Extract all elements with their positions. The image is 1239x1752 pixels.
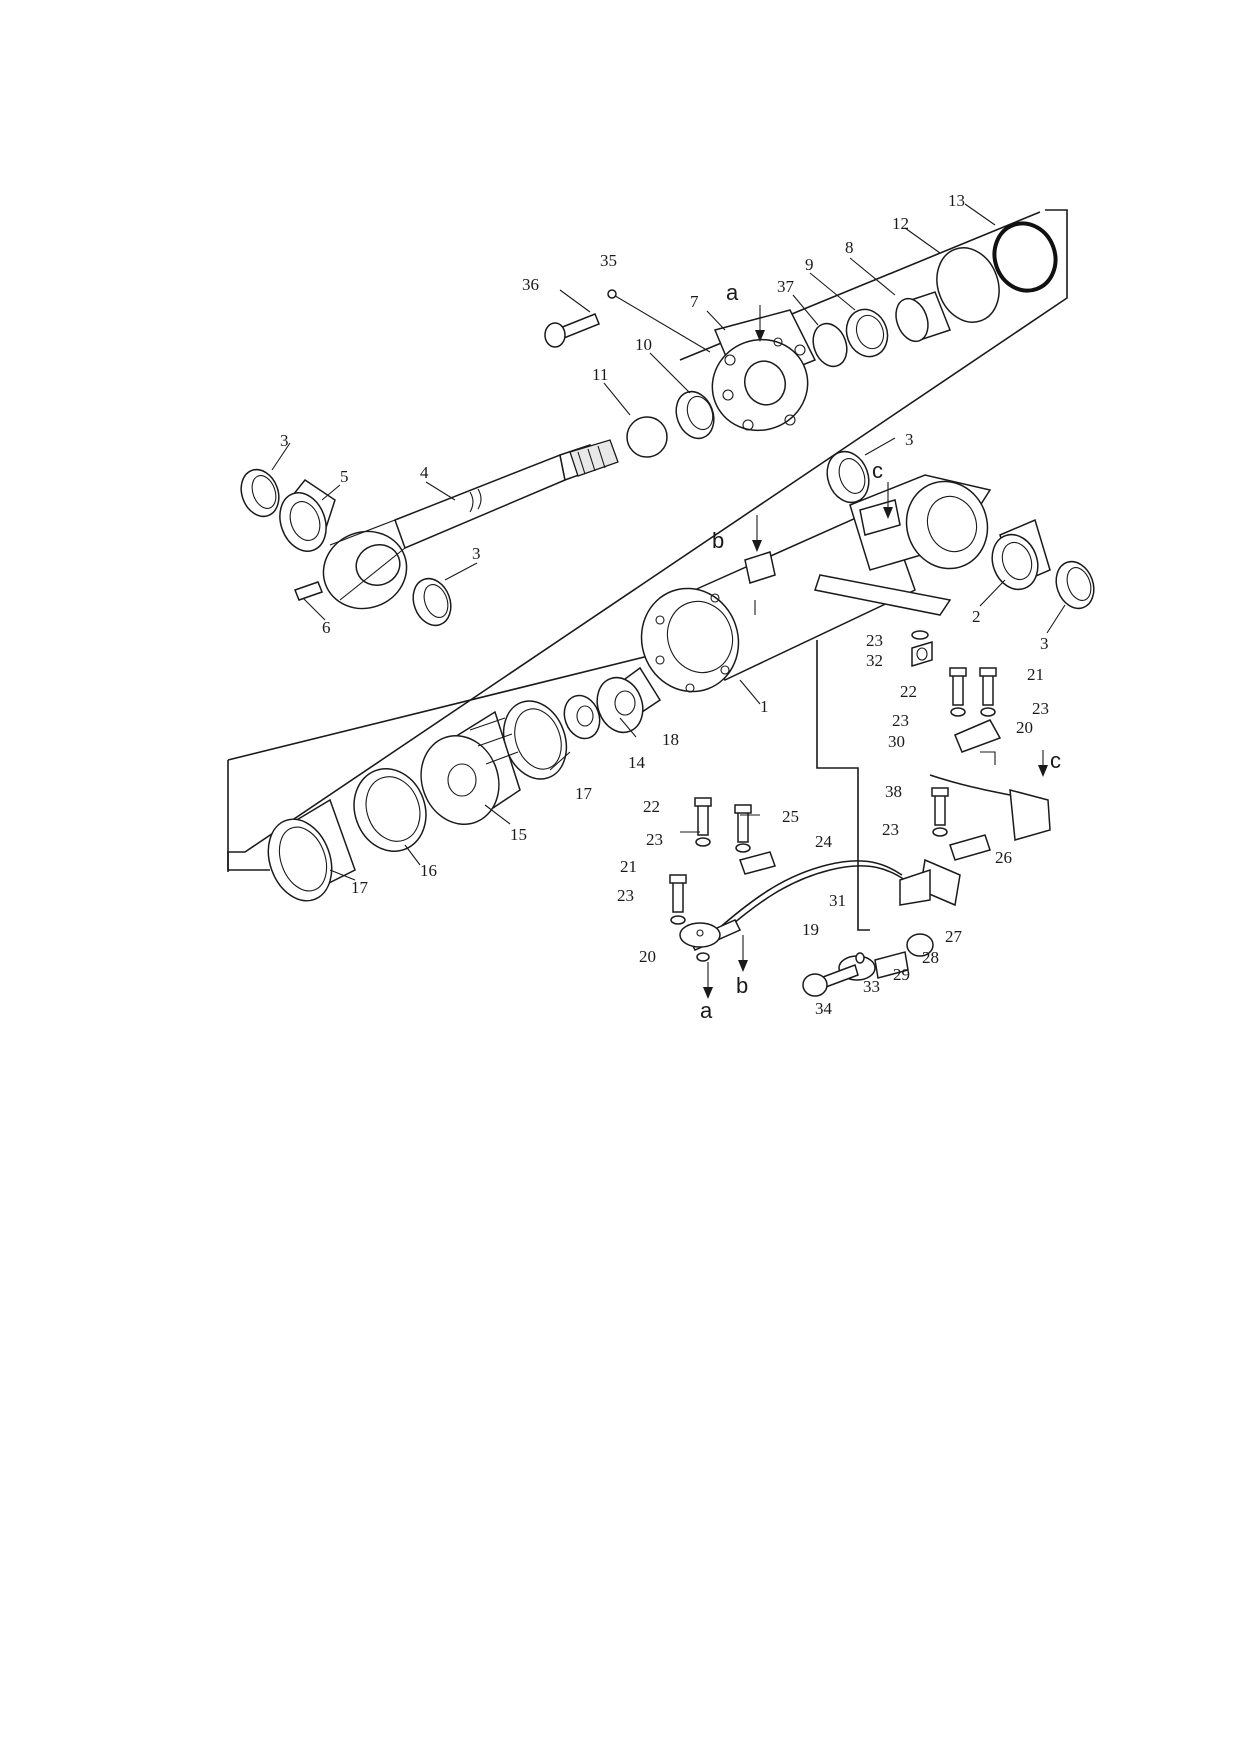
callout-33: 33 xyxy=(863,977,880,996)
callout-11: 11 xyxy=(592,365,608,384)
callout-13: 13 xyxy=(948,191,965,210)
callout-18: 18 xyxy=(662,730,679,749)
callout-15: 15 xyxy=(510,825,527,844)
callout-34: 34 xyxy=(815,999,833,1018)
bolt-34 xyxy=(802,964,859,997)
callout-38: 38 xyxy=(885,782,902,801)
callout-29: 29 xyxy=(893,965,910,984)
callout-19: 19 xyxy=(802,920,819,939)
callout-23-a: 23 xyxy=(866,631,883,650)
letter-b-bottom: b xyxy=(736,973,748,998)
washer-35 xyxy=(607,289,617,299)
callout-21-a: 21 xyxy=(1027,665,1044,684)
bolt-21-lower xyxy=(669,874,687,913)
callout-22-a: 22 xyxy=(900,682,917,701)
leader-lines xyxy=(271,203,1066,881)
washer-stack xyxy=(670,707,996,964)
callout-17-b: 17 xyxy=(351,878,369,897)
bushing-3-c xyxy=(826,450,870,504)
callout-31: 31 xyxy=(829,891,846,910)
ball-11 xyxy=(626,416,668,458)
callout-7: 7 xyxy=(690,292,699,311)
letter-a-top: a xyxy=(726,280,739,305)
callout-37: 37 xyxy=(777,277,795,296)
callout-20-a: 20 xyxy=(1016,718,1033,737)
bushing-8 xyxy=(895,291,951,343)
bolt-22-upper xyxy=(949,667,967,706)
callout-14: 14 xyxy=(628,753,646,772)
ring-9 xyxy=(845,308,889,358)
backup-ring-12 xyxy=(936,247,1000,323)
seal-37 xyxy=(812,322,848,368)
callout-23-d: 23 xyxy=(882,820,899,839)
letter-a-bottom: a xyxy=(700,998,713,1023)
callout-10: 10 xyxy=(635,335,652,354)
o-ring-13 xyxy=(992,221,1058,293)
callout-26: 26 xyxy=(995,848,1012,867)
dust-seal-3-a xyxy=(240,468,280,518)
callout-23-b: 23 xyxy=(892,711,909,730)
bolt-36 xyxy=(544,313,600,348)
bushing-2 xyxy=(991,518,1051,591)
nut-32 xyxy=(911,640,933,668)
callout-16: 16 xyxy=(420,861,437,880)
callout-1: 1 xyxy=(760,697,769,716)
callout-3-c: 3 xyxy=(905,430,914,449)
bolt-21-upper xyxy=(979,667,997,706)
letter-b-top: b xyxy=(712,528,724,553)
piston-15 xyxy=(420,710,521,825)
callout-8: 8 xyxy=(845,238,854,257)
callout-23-f: 23 xyxy=(617,886,634,905)
callout-5: 5 xyxy=(340,467,349,486)
seal-16 xyxy=(353,768,427,852)
callout-9: 9 xyxy=(805,255,814,274)
piping-assembly xyxy=(679,719,1051,981)
callout-35: 35 xyxy=(600,251,617,270)
letter-c-top: c xyxy=(872,458,883,483)
washer-14 xyxy=(563,694,601,740)
callout-27: 27 xyxy=(945,927,963,946)
washer-23-tube xyxy=(911,630,929,640)
callout-36: 36 xyxy=(522,275,539,294)
callout-3-a: 3 xyxy=(280,431,289,450)
callout-32: 32 xyxy=(866,651,883,670)
flow-letter-labels: a a b b c c xyxy=(700,280,1061,1023)
flow-arrows xyxy=(703,305,1048,999)
callout-24: 24 xyxy=(815,832,833,851)
callout-21-b: 21 xyxy=(620,857,637,876)
callout-2: 2 xyxy=(972,607,981,626)
dust-seal-3-b xyxy=(412,577,452,627)
bolt-25 xyxy=(734,804,752,843)
callout-25: 25 xyxy=(782,807,799,826)
wear-ring-17-b xyxy=(267,798,356,902)
letter-c-bottom: c xyxy=(1050,748,1061,773)
callout-23-c: 23 xyxy=(1032,699,1049,718)
cylinder-head xyxy=(711,309,817,432)
grease-fitting-6 xyxy=(294,581,323,601)
dust-seal-3-d xyxy=(1055,560,1095,610)
callout-12: 12 xyxy=(892,214,909,233)
callout-30: 30 xyxy=(888,732,905,751)
nut-18 xyxy=(596,666,662,734)
callout-22-b: 22 xyxy=(643,797,660,816)
callout-6: 6 xyxy=(322,618,331,637)
bolt-38 xyxy=(931,787,949,826)
callout-17-a: 17 xyxy=(575,784,593,803)
callout-23-e: 23 xyxy=(646,830,663,849)
callout-numbers: 1 2 3 3 3 3 4 5 6 7 8 9 10 11 12 13 14 1… xyxy=(280,191,1049,1018)
callout-3-d: 3 xyxy=(1040,634,1049,653)
bolt-22-lower xyxy=(694,797,712,836)
callout-20-b: 20 xyxy=(639,947,656,966)
callout-3-b: 3 xyxy=(472,544,481,563)
piston-rod xyxy=(322,439,619,610)
cylinder-tube xyxy=(640,474,992,693)
callout-4: 4 xyxy=(420,463,429,482)
bushing-5 xyxy=(279,478,336,552)
bushing-10 xyxy=(675,390,715,440)
callout-28: 28 xyxy=(922,948,939,967)
